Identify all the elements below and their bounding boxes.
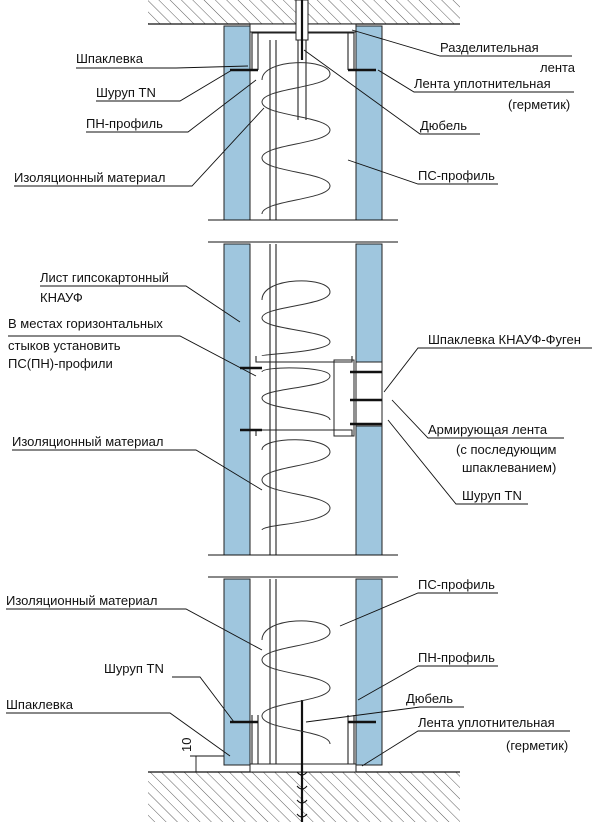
label-razdel-2: лента bbox=[540, 60, 576, 75]
leader-lines bbox=[6, 29, 592, 767]
label-germetik-top: (герметик) bbox=[508, 97, 570, 112]
label-izol-mid: Изоляционный материал bbox=[12, 434, 163, 449]
label-razdel-1: Разделительная bbox=[440, 40, 539, 55]
label-list-gkl-2: КНАУФ bbox=[40, 290, 83, 305]
label-pn-profil-bot: ПН-профиль bbox=[418, 650, 495, 665]
label-izol-top: Изоляционный материал bbox=[14, 170, 165, 185]
label-shurup-tn-mid: Шуруп TN bbox=[462, 488, 522, 503]
label-shpaklevka-fugen: Шпаклевка КНАУФ-Фуген bbox=[428, 332, 581, 347]
gypsum-board-left-bot bbox=[223, 578, 251, 766]
label-shpaklevka-bot: Шпаклевка bbox=[6, 697, 74, 712]
label-pn-profil-top: ПН-профиль bbox=[86, 116, 163, 131]
label-izol-bot: Изоляционный материал bbox=[6, 593, 157, 608]
label-dim-10: 10 bbox=[179, 738, 194, 752]
label-armir-3: шпаклеванием) bbox=[462, 460, 556, 475]
label-dubel-bot: Дюбель bbox=[406, 691, 453, 706]
label-ps-profil-bot: ПС-профиль bbox=[418, 577, 495, 592]
gypsum-board-right-bot bbox=[355, 578, 383, 766]
middle-wall-segment bbox=[208, 241, 398, 556]
top-wall-segment bbox=[208, 0, 398, 221]
label-armir-1: Армирующая лента bbox=[428, 422, 548, 437]
bottom-wall-segment bbox=[190, 576, 398, 822]
label-ps-profil-top: ПС-профиль bbox=[418, 168, 495, 183]
label-shpaklevka-top: Шпаклевка bbox=[76, 51, 144, 66]
gypsum-board-left-mid bbox=[223, 243, 251, 556]
label-v-mestah-1: В местах горизонтальных bbox=[8, 316, 163, 331]
label-lenta-upl-top: Лента уплотнительная bbox=[414, 76, 551, 91]
label-v-mestah-2: стыков установить bbox=[8, 338, 121, 353]
label-list-gkl-1: Лист гипсокартонный bbox=[40, 270, 169, 285]
label-shurup-tn-bot: Шуруп TN bbox=[104, 661, 164, 676]
gypsum-board-right-lower-mid bbox=[355, 425, 383, 556]
label-armir-2: (с последующим bbox=[456, 442, 557, 457]
label-lenta-upl-bot: Лента уплотнительная bbox=[418, 715, 555, 730]
label-v-mestah-3: ПС(ПН)-профили bbox=[8, 356, 113, 371]
label-germetik-bot: (герметик) bbox=[506, 738, 568, 753]
labels: Шпаклевка Шуруп TN ПН-профиль Изоляционн… bbox=[6, 40, 581, 753]
gypsum-board-right-upper-mid bbox=[355, 243, 383, 363]
label-dubel-top: Дюбель bbox=[420, 118, 467, 133]
gypsum-board-right-top bbox=[355, 25, 383, 221]
label-shurup-tn-top: Шуруп TN bbox=[96, 85, 156, 100]
gypsum-board-left-top bbox=[223, 25, 251, 221]
floor-slab bbox=[148, 771, 460, 822]
